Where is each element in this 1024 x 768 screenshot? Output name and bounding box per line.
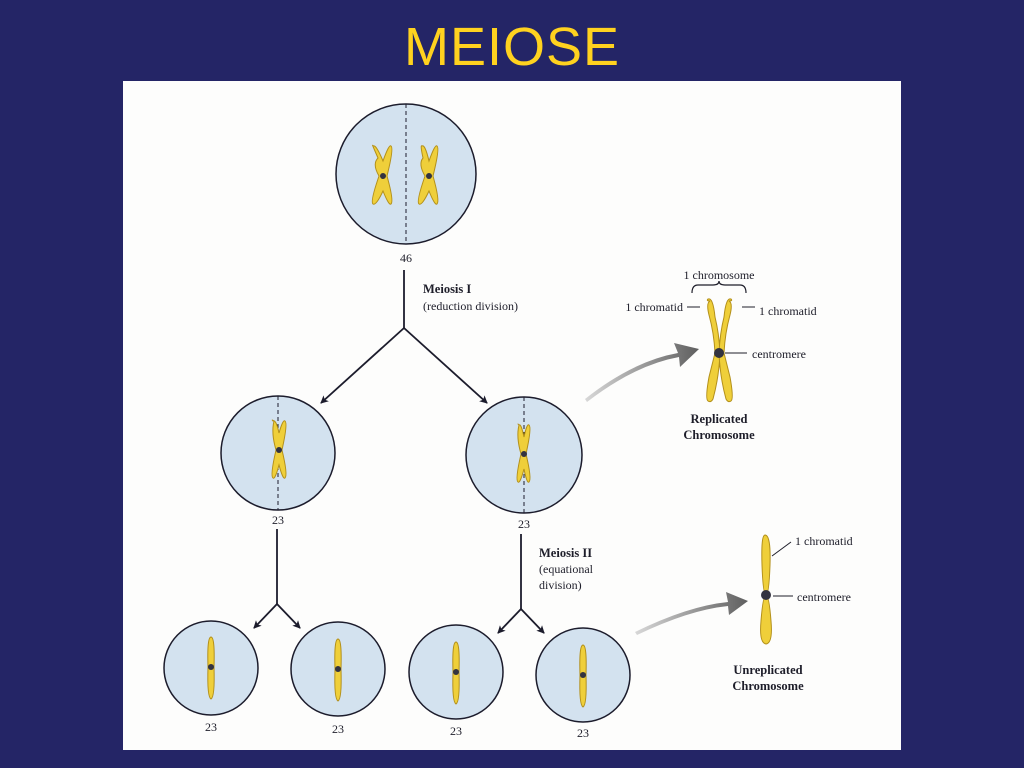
daughter-cell-left [220, 395, 336, 511]
parent-cell [335, 103, 477, 245]
meiosis-1-subtitle: (reduction division) [423, 299, 518, 313]
gamete-cell-2 [290, 621, 386, 717]
replicated-chromosome [271, 419, 287, 479]
daughter-right-count: 23 [518, 517, 530, 531]
gamete-4-count: 23 [577, 726, 589, 740]
replicated-chromosome [371, 144, 393, 205]
meiosis-1-title: Meiosis I [423, 282, 471, 296]
replicated-chromosome [516, 423, 531, 483]
gamete-cell-1 [163, 620, 259, 716]
unreplicated-chromatid-label: 1 chromatid [795, 534, 853, 548]
gamete-1-count: 23 [205, 720, 217, 734]
chromatid-left [706, 298, 721, 403]
chromatid-label-right: 1 chromatid [759, 304, 817, 318]
meiosis-figure: 46 Meiosis I (reduction division) 23 [123, 81, 901, 750]
chromatid [760, 534, 772, 645]
replicated-chromosome-detail [687, 280, 755, 403]
meiosis-2-arrows-right [497, 534, 545, 634]
meiosis-1-arrows [320, 270, 488, 404]
gamete-3-count: 23 [450, 724, 462, 738]
centromere-label-replicated: centromere [752, 347, 806, 361]
chromosome-brace [691, 280, 747, 294]
centromere [714, 348, 724, 358]
replicated-caption-line2: Chromosome [683, 428, 755, 442]
meiosis-2-subtitle-line1: (equational [539, 562, 594, 576]
meiosis-2-subtitle-line2: division) [539, 578, 582, 592]
chromatid-right [718, 298, 733, 403]
chromosome-label: 1 chromosome [684, 268, 755, 282]
centromere [761, 590, 771, 600]
gamete-2-count: 23 [332, 722, 344, 736]
slide-title: MEIOSE [403, 17, 621, 77]
gamete-cell-4 [535, 627, 631, 723]
unreplicated-caption-line2: Chromosome [732, 679, 804, 693]
pointer-arrow-replicated [585, 343, 699, 402]
chromatid-label-left: 1 chromatid [625, 300, 683, 314]
unreplicated-chromosome-detail [760, 534, 793, 645]
daughter-cell-right [465, 396, 583, 514]
pointer-arrow-unreplicated [635, 592, 748, 635]
replicated-chromosome [417, 145, 439, 205]
unreplicated-caption-line1: Unreplicated [733, 663, 802, 677]
gamete-cell-3 [408, 624, 504, 720]
replicated-caption-line1: Replicated [691, 412, 748, 426]
parent-chromosome-count: 46 [400, 251, 412, 265]
meiosis-diagram: 46 Meiosis I (reduction division) 23 [163, 103, 853, 740]
daughter-left-count: 23 [272, 513, 284, 527]
meiosis-2-arrows-left [253, 529, 301, 629]
centromere-label-unreplicated: centromere [797, 590, 851, 604]
chromatid-leader [771, 541, 792, 557]
meiosis-2-title: Meiosis II [539, 546, 592, 560]
